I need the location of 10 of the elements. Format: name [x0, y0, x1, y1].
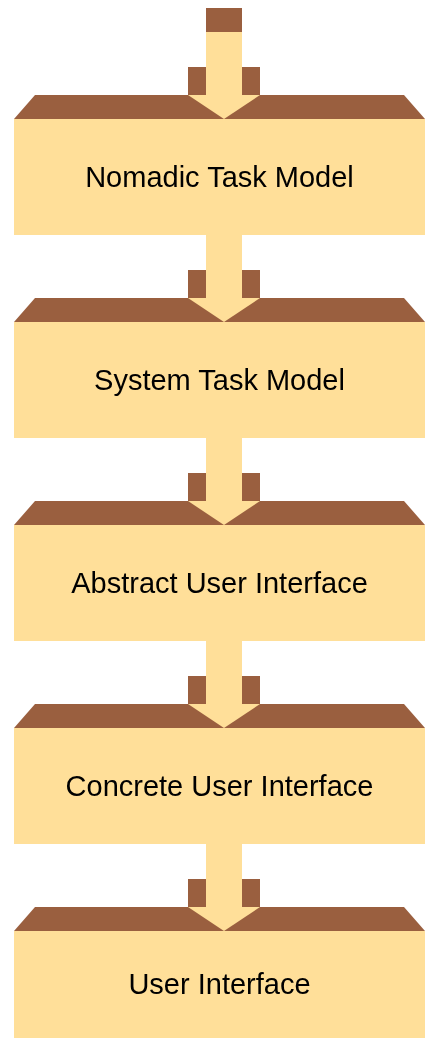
box-label: System Task Model	[94, 363, 345, 397]
box-label: Nomadic Task Model	[85, 160, 354, 194]
box-label: User Interface	[128, 968, 311, 1001]
process-box	[14, 704, 425, 844]
process-box	[14, 501, 425, 641]
process-box	[14, 907, 425, 1038]
process-box	[14, 95, 425, 235]
box-label: Abstract User Interface	[71, 566, 368, 600]
box-label: Concrete User Interface	[65, 769, 374, 803]
process-box	[14, 298, 425, 438]
